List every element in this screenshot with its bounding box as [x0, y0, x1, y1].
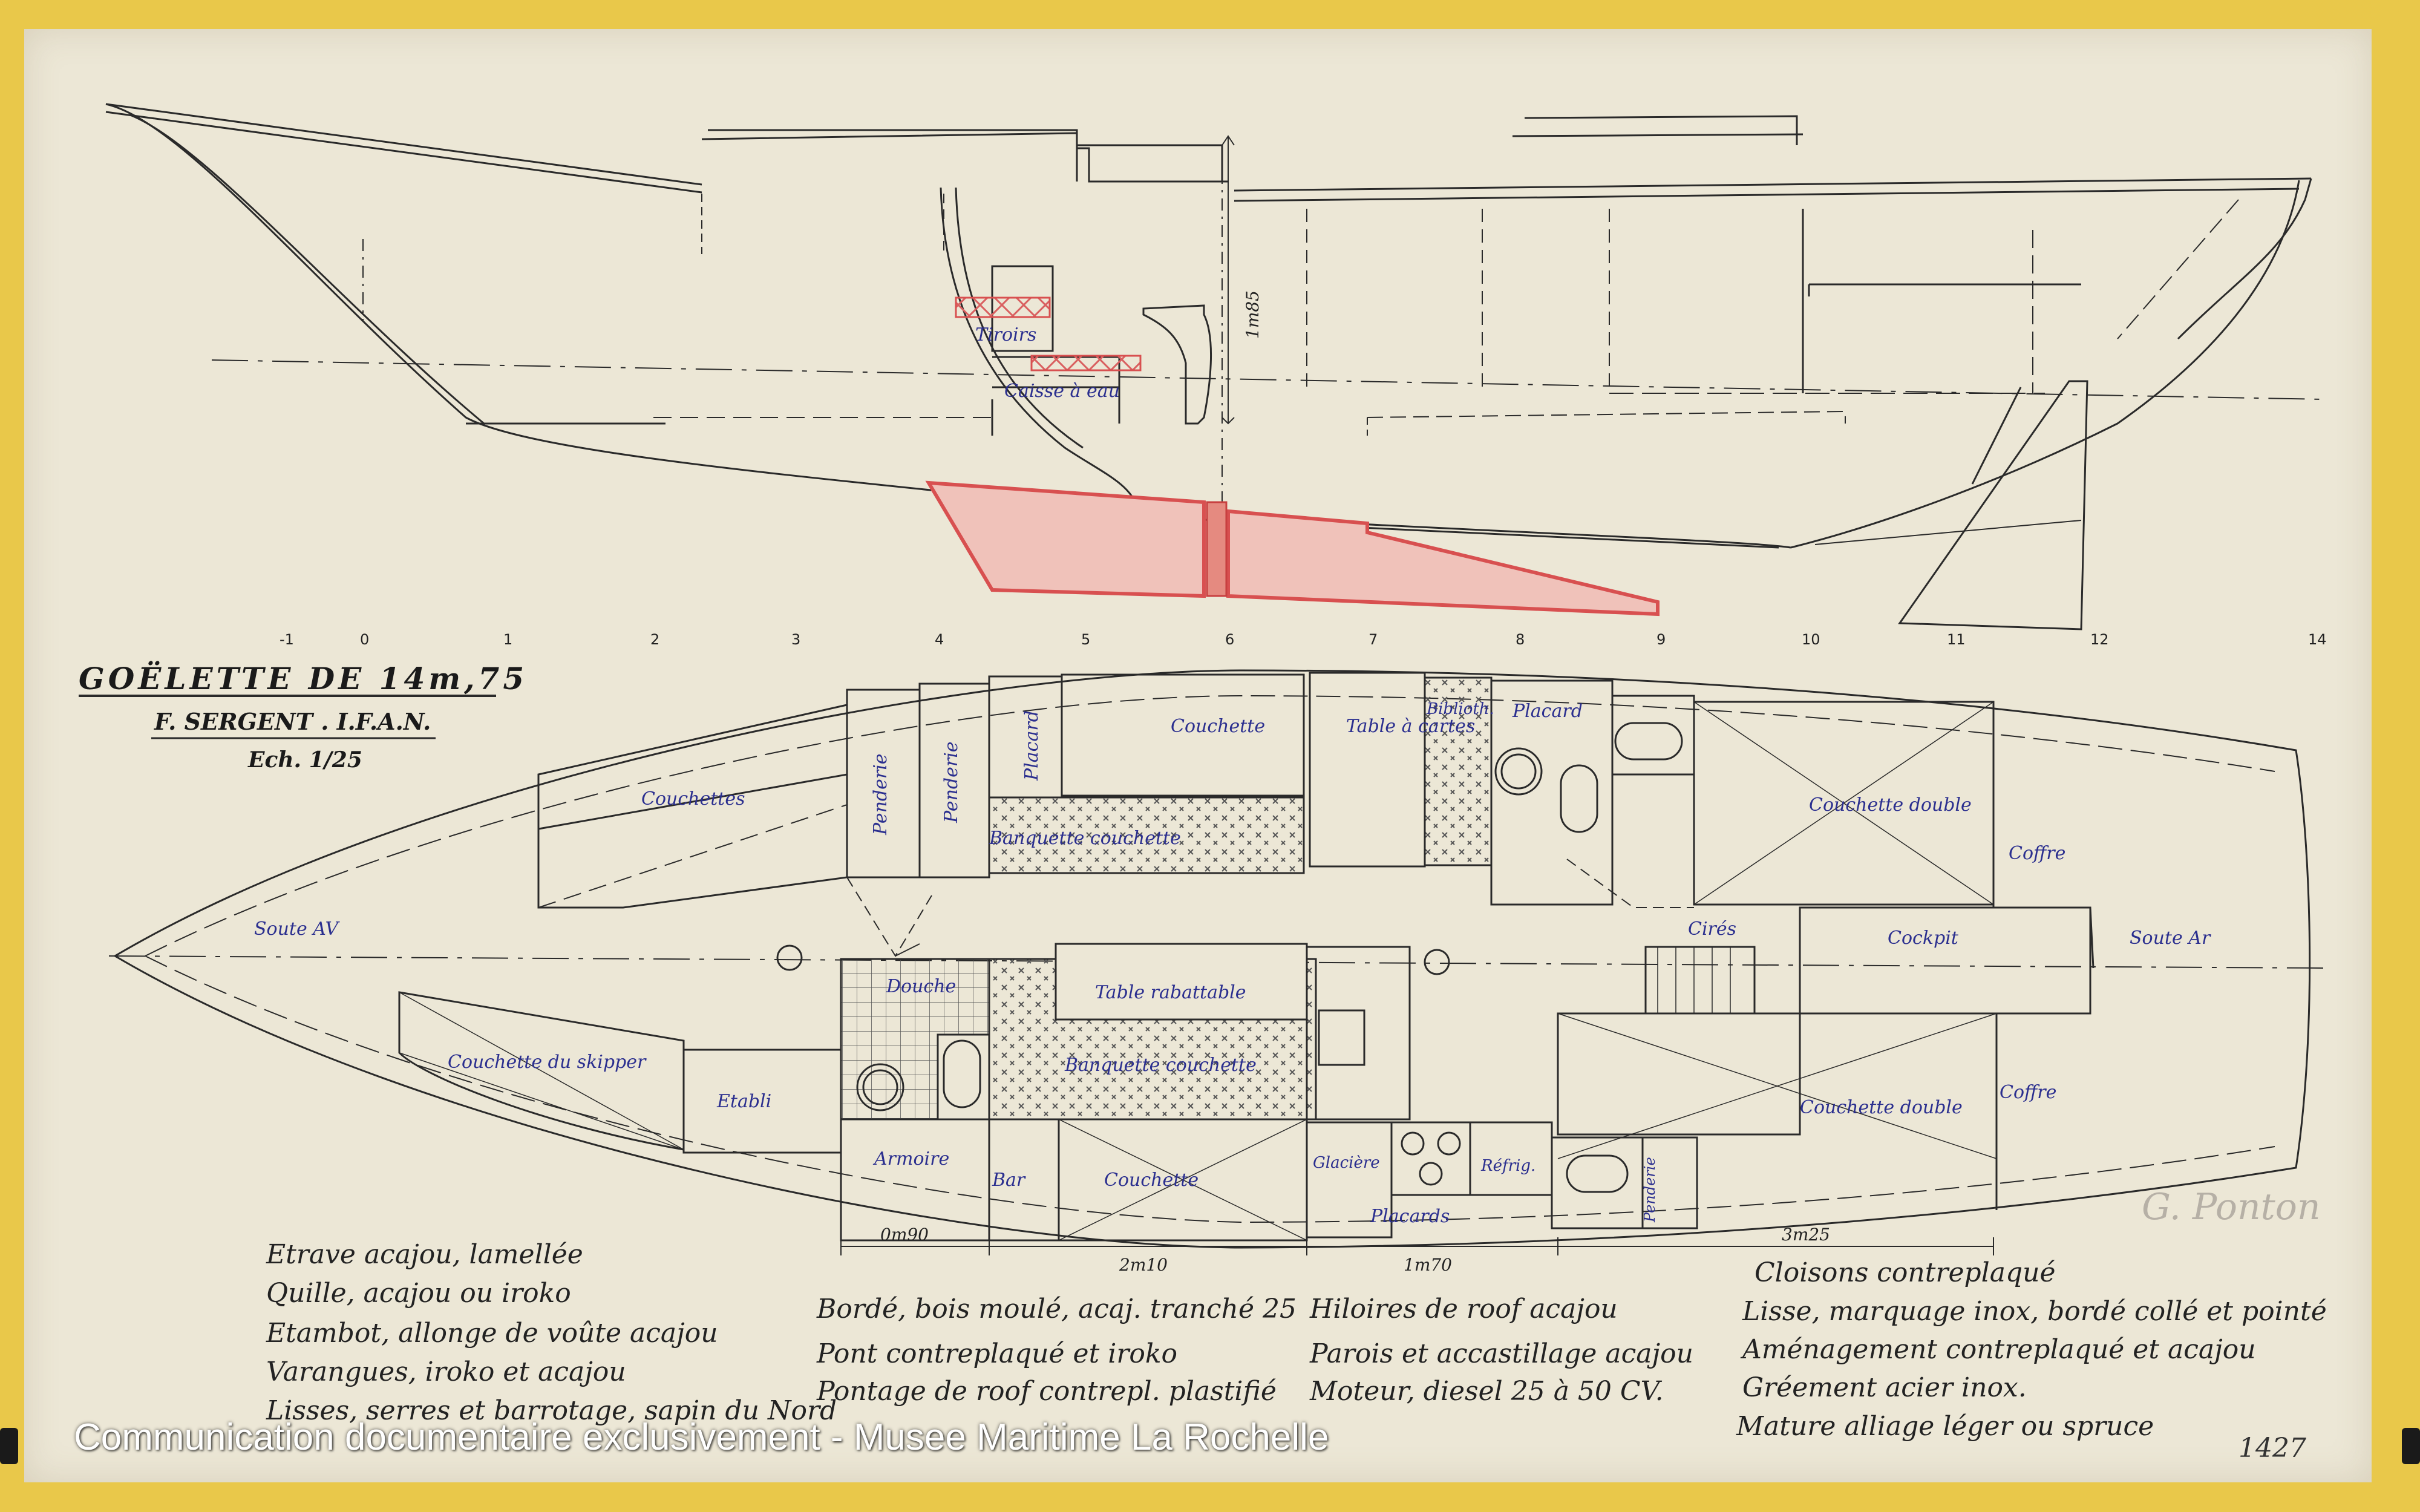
designer-name: F. SERGENT . I.F.A.N.: [154, 708, 431, 735]
label-douche: Douche: [886, 976, 956, 997]
station-label: 5: [1081, 631, 1090, 648]
label-placard-2: Placard: [1512, 701, 1583, 722]
binder-clip-right: [2402, 1428, 2420, 1464]
keel-bolt-area: [1206, 501, 1228, 597]
label-penderie-2: Penderie: [941, 741, 962, 823]
station-label: 1: [503, 631, 512, 648]
label-caisse-eau: Caisse à eau: [1004, 381, 1120, 402]
note-3-3: Moteur, diesel 25 à 50 CV.: [1310, 1376, 1664, 1407]
note-4-2: Lisse, marquage inox, bordé collé et poi…: [1742, 1296, 2327, 1327]
label-headroom: 1m85: [1243, 290, 1263, 339]
binder-clip-left: [0, 1428, 18, 1464]
note-2-3: Pontage de roof contrepl. plastifié: [817, 1376, 1277, 1407]
label-cockpit: Cockpit: [1888, 928, 1959, 949]
sheet-number: 1427: [2238, 1433, 2306, 1464]
dimension-2: 2m10: [1119, 1255, 1168, 1275]
station-label: 2: [650, 631, 659, 648]
label-couchettes-fwd: Couchettes: [641, 788, 745, 810]
dimension-4: 3m25: [1782, 1225, 1830, 1245]
label-tiroirs: Tiroirs: [975, 324, 1036, 345]
station-label: -1: [280, 631, 294, 648]
note-1-5: Lisses, serres et barrotage, sapin du No…: [266, 1395, 837, 1426]
dimension-1: 0m90: [880, 1225, 929, 1245]
label-banquette-bottom: Banquette couchette: [1064, 1055, 1257, 1076]
label-coffre-1: Coffre: [2009, 843, 2065, 864]
note-2-2: Pont contreplaqué et iroko: [817, 1338, 1177, 1369]
station-label: 4: [935, 631, 944, 648]
label-bar: Bar: [992, 1170, 1026, 1191]
dimension-3: 1m70: [1404, 1255, 1452, 1275]
drawing-title: GOËLETTE DE 14m,75: [79, 661, 528, 696]
label-armoire: Armoire: [872, 1148, 949, 1170]
station-label: 3: [791, 631, 800, 648]
ballast-keel-aft: [1226, 509, 1660, 617]
note-1-3: Etambot, allonge de voûte acajou: [266, 1318, 718, 1349]
label-penderie-1: Penderie: [870, 753, 891, 836]
label-refrig: Réfrig.: [1480, 1157, 1535, 1175]
station-label: 7: [1369, 631, 1378, 648]
station-label: 10: [1802, 631, 1820, 648]
label-soute-av: Soute AV: [254, 918, 340, 940]
label-coffre-2: Coffre: [2000, 1082, 2056, 1103]
label-couchette-skipper: Couchette du skipper: [448, 1052, 647, 1073]
station-label: 9: [1656, 631, 1666, 648]
note-1-4: Varangues, iroko et acajou: [266, 1357, 626, 1387]
label-table-rabattable: Table rabattable: [1095, 982, 1246, 1003]
label-etabli: Etabli: [716, 1091, 771, 1112]
note-4-4: Gréement acier inox.: [1742, 1372, 2027, 1403]
note-3-2: Parois et accastillage acajou: [1310, 1338, 1693, 1369]
label-placards: Placards: [1370, 1206, 1450, 1227]
label-cires: Cirés: [1688, 918, 1736, 940]
station-label: 8: [1516, 631, 1525, 648]
label-couchette-bottom: Couchette: [1104, 1170, 1199, 1191]
label-biblioth: Biblioth.: [1426, 700, 1494, 718]
label-table-cartes: Table à cartes: [1346, 716, 1475, 737]
drawer-hatch: [955, 296, 1051, 318]
tank-hatch: [1030, 355, 1142, 371]
drawing-scale: Ech. 1/25: [248, 747, 362, 773]
label-soute-ar: Soute Ar: [2130, 928, 2211, 949]
note-1-1: Etrave acajou, lamellée: [266, 1239, 583, 1270]
station-label: 12: [2090, 631, 2109, 648]
station-label: 11: [1947, 631, 1966, 648]
label-couchette-double-2: Couchette double: [1800, 1097, 1963, 1118]
note-4-3: Aménagement contreplaqué et acajou: [1742, 1334, 2256, 1365]
label-glaciere: Glacière: [1313, 1154, 1380, 1172]
note-4-1: Cloisons contreplaqué: [1754, 1257, 2056, 1288]
label-placard-1: Placard: [1021, 710, 1042, 781]
label-couchette-double-1: Couchette double: [1809, 794, 1972, 816]
museum-watermark: Communication documentaire exclusivement…: [74, 1416, 1329, 1458]
label-banquette-top: Banquette couchette: [989, 828, 1181, 849]
station-label: 0: [360, 631, 369, 648]
label-couchette-top: Couchette: [1171, 716, 1265, 737]
note-3-1: Hiloires de roof acajou: [1310, 1294, 1618, 1324]
ballast-keel: [925, 480, 1206, 598]
note-1-2: Quille, acajou ou iroko: [266, 1278, 571, 1309]
note-4-5: Mature alliage léger ou spruce: [1736, 1411, 2154, 1442]
plan-view: [108, 669, 2330, 1255]
station-label: 6: [1225, 631, 1234, 648]
signature: G. Ponton: [2142, 1186, 2321, 1228]
label-penderie-3: Penderie: [1641, 1157, 1658, 1223]
profile-view: [105, 103, 2324, 630]
station-label: 14: [2308, 631, 2327, 648]
note-2-1: Bordé, bois moulé, acaj. tranché 25: [817, 1294, 1297, 1324]
